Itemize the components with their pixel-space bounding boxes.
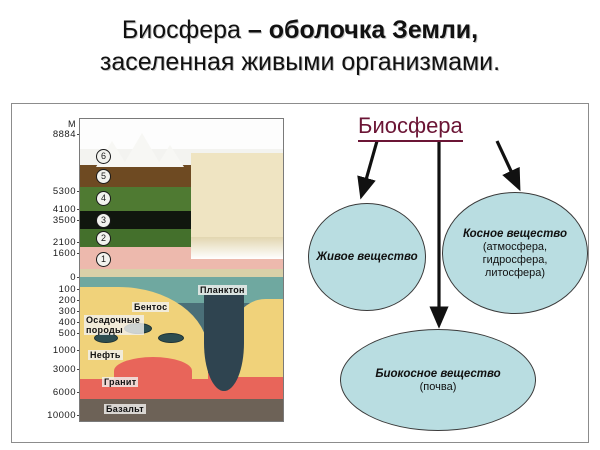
scale-tick-6000: 6000 <box>52 387 82 398</box>
scale-tick-10000: 10000 <box>47 410 81 421</box>
scale-tick-500: 500 <box>58 328 82 339</box>
page-title-strong: – оболочка Земли, <box>247 16 479 44</box>
scale-tick-3000: 3000 <box>52 364 82 375</box>
page-title-line-1: Биосфера – оболочка Земли, <box>0 14 600 46</box>
mountain-peak-3 <box>156 145 184 167</box>
scale-tick-1000: 1000 <box>52 345 82 356</box>
node-bioinert-matter-sub: (почва) <box>419 380 457 393</box>
zone-number-6: 6 <box>96 149 111 164</box>
layer-shore <box>80 269 283 277</box>
node-bioinert-matter[interactable]: Биокосное вещество (почва) <box>340 329 536 431</box>
arrow-to-inert <box>495 140 521 192</box>
scale-unit-label: М <box>68 119 76 129</box>
arrow-to-living <box>357 140 379 200</box>
zone-number-3: 3 <box>96 213 111 228</box>
depth-altitude-scale: М 8884 5300 4100 3500 2100 1600 0 100 20… <box>22 118 82 422</box>
node-inert-matter[interactable]: Косное вещество (атмосфера, гидросфера, … <box>442 192 588 314</box>
zone-number-2: 2 <box>96 231 111 246</box>
page-title-line-2: заселенная живыми организмами. <box>99 48 501 76</box>
scale-tick-200: 200 <box>58 295 82 306</box>
scale-tick-100: 100 <box>58 284 82 295</box>
biosphere-components-diagram: Биосфера Живое вещество Косное вещество … <box>292 106 590 442</box>
scale-tick-3500: 3500 <box>52 215 82 226</box>
node-inert-matter-sub-2: гидросфера, <box>482 253 548 266</box>
mountain-peak-2 <box>122 133 162 167</box>
label-oil: Нефть <box>88 350 123 360</box>
diagram-title-biosphere: Биосфера <box>358 113 463 142</box>
scale-tick-8884: 8884 <box>52 129 82 140</box>
node-living-matter[interactable]: Живое вещество <box>308 203 426 311</box>
zone-number-4: 4 <box>96 191 111 206</box>
node-inert-matter-label: Косное вещество <box>463 227 567 240</box>
node-bioinert-matter-label: Биокосное вещество <box>375 367 501 380</box>
zone-number-1: 1 <box>96 252 111 267</box>
desert-fringe <box>191 237 283 259</box>
node-inert-matter-sub-3: литосфера) <box>484 266 546 279</box>
scale-tick-4100: 4100 <box>52 204 82 215</box>
scale-tick-2100: 2100 <box>52 237 82 248</box>
scale-tick-300: 300 <box>58 306 82 317</box>
scale-tick-400: 400 <box>58 317 82 328</box>
zone-number-5: 5 <box>96 169 111 184</box>
scale-tick-0: 0 <box>70 272 81 283</box>
node-living-matter-label: Живое вещество <box>316 251 418 263</box>
label-granite: Гранит <box>102 377 139 387</box>
page-title: Биосфера – оболочка Земли, заселенная жи… <box>0 14 600 78</box>
diagram-connector-arrows <box>357 140 521 329</box>
ocean-trench <box>204 295 244 391</box>
label-sedimentary-rocks: Осадочные породы <box>84 315 144 335</box>
cross-section-drawing: 6 5 4 3 2 1 Планктон Бентос Осадочные по… <box>79 118 284 422</box>
scale-tick-5300: 5300 <box>52 186 82 197</box>
node-inert-matter-sub-1: (атмосфера, <box>482 240 548 253</box>
label-basalt: Базальт <box>104 404 146 414</box>
label-benthos: Бентос <box>132 302 170 312</box>
scale-tick-1600: 1600 <box>52 248 82 259</box>
desert-plateau <box>191 153 283 249</box>
page-title-plain: Биосфера <box>121 16 248 44</box>
label-plankton: Планктон <box>198 285 247 295</box>
biosphere-cross-section-illustration: М 8884 5300 4100 3500 2100 1600 0 100 20… <box>22 118 284 422</box>
oil-lens-3 <box>158 333 184 343</box>
